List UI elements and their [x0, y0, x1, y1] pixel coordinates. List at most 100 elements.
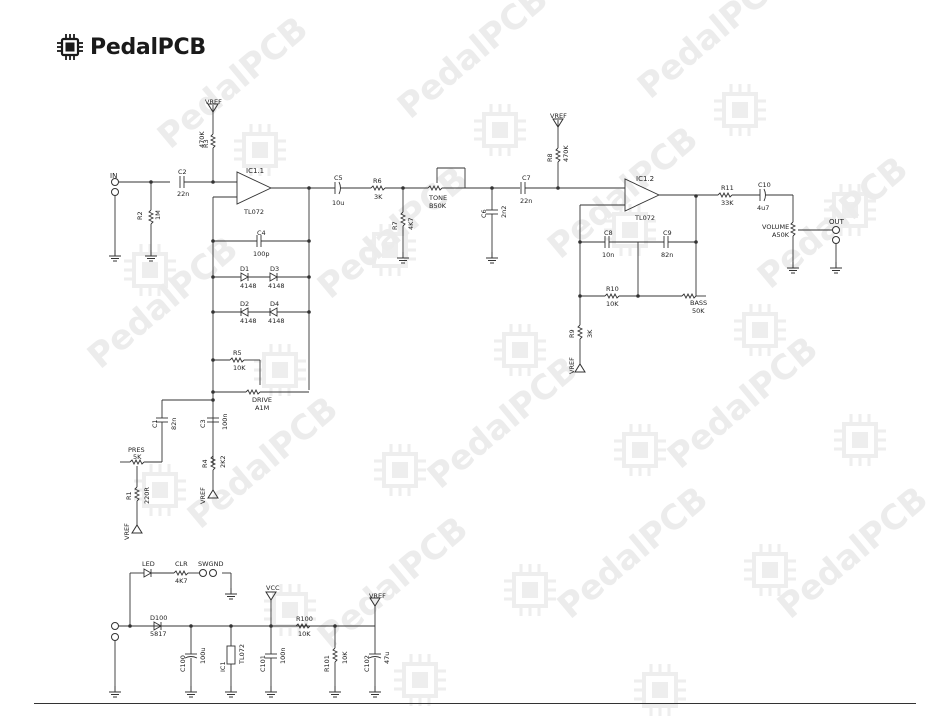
ground-icon: [328, 685, 342, 698]
svg-text:10K: 10K: [606, 300, 619, 308]
svg-text:10u: 10u: [332, 199, 344, 207]
svg-text:22n: 22n: [520, 197, 532, 205]
svg-text:4148: 4148: [268, 282, 285, 290]
svg-text:R10: R10: [606, 285, 619, 293]
svg-text:C9: C9: [663, 229, 672, 237]
svg-text:LED: LED: [142, 560, 155, 568]
svg-text:A50K: A50K: [772, 231, 790, 239]
svg-text:IC1: IC1: [219, 661, 227, 672]
svg-text:PedalPCB: PedalPCB: [630, 0, 796, 107]
brand-logo: PedalPCB: [56, 33, 206, 61]
svg-text:R8: R8: [546, 153, 554, 162]
svg-text:D3: D3: [270, 265, 279, 273]
svg-text:R4: R4: [201, 459, 209, 468]
svg-text:4K7: 4K7: [175, 577, 188, 585]
svg-text:4u7: 4u7: [757, 204, 769, 212]
svg-text:DRIVE: DRIVE: [252, 396, 272, 404]
svg-text:TL072: TL072: [238, 644, 246, 665]
ground-icon: [184, 685, 198, 698]
svg-text:VOLUME: VOLUME: [762, 223, 789, 231]
output-jack-tip: [832, 226, 840, 234]
svg-text:82n: 82n: [170, 418, 178, 430]
input-jack-ring: [111, 188, 119, 196]
svg-text:C4: C4: [257, 229, 266, 237]
svg-text:C3: C3: [199, 419, 207, 428]
svg-text:1M: 1M: [154, 210, 162, 220]
svg-text:IC1.2: IC1.2: [636, 175, 654, 183]
svg-text:R11: R11: [721, 184, 734, 192]
svg-text:PedalPCB: PedalPCB: [80, 229, 246, 377]
svg-text:82n: 82n: [661, 251, 673, 259]
svg-text:C101: C101: [259, 655, 267, 672]
svg-text:R6: R6: [373, 177, 382, 185]
in-label: IN: [110, 172, 117, 180]
svg-text:R2: R2: [136, 211, 144, 220]
svg-text:R3: R3: [202, 139, 210, 148]
svg-text:22n: 22n: [177, 190, 189, 198]
svg-text:PRES: PRES: [128, 446, 145, 454]
vref-icon: [131, 524, 143, 534]
svg-text:PedalPCB: PedalPCB: [660, 329, 826, 477]
out-label: OUT: [829, 218, 845, 226]
ground-icon: [829, 261, 843, 274]
svg-text:VREF: VREF: [369, 592, 386, 600]
chip-icon: [57, 34, 83, 60]
svg-text:3K: 3K: [374, 193, 383, 201]
svg-text:100n: 100n: [221, 413, 229, 430]
svg-text:100n: 100n: [279, 647, 287, 664]
svg-text:33K: 33K: [721, 199, 734, 207]
svg-text:C100: C100: [179, 655, 187, 672]
svg-text:VREF: VREF: [199, 487, 207, 504]
svg-text:IC1.1: IC1.1: [246, 167, 264, 175]
svg-text:R100: R100: [296, 615, 313, 623]
output-jack-ring: [832, 236, 840, 244]
svg-text:4148: 4148: [268, 317, 285, 325]
svg-text:A1M: A1M: [255, 404, 269, 412]
svg-text:VREF: VREF: [550, 112, 567, 120]
svg-text:C5: C5: [334, 174, 343, 182]
svg-text:R101: R101: [323, 655, 331, 672]
vref-label: VREF: [205, 98, 222, 106]
svg-text:B50K: B50K: [429, 202, 447, 210]
ground-icon: [224, 685, 238, 698]
svg-text:4148: 4148: [240, 317, 257, 325]
svg-text:10K: 10K: [298, 630, 311, 638]
svg-text:PedalPCB: PedalPCB: [150, 9, 316, 157]
svg-text:BASS: BASS: [690, 299, 707, 307]
svg-text:470K: 470K: [562, 145, 570, 162]
ground-icon: [108, 685, 122, 698]
svg-text:D100: D100: [150, 614, 167, 622]
vcc-label: VCC: [266, 584, 280, 592]
svg-text:4148: 4148: [240, 282, 257, 290]
svg-text:C8: C8: [604, 229, 613, 237]
svg-text:2n2: 2n2: [500, 206, 508, 218]
svg-text:PedalPCB: PedalPCB: [550, 479, 716, 627]
svg-text:TONE: TONE: [428, 194, 447, 202]
svg-text:D4: D4: [270, 300, 279, 308]
svg-text:VREF: VREF: [123, 523, 131, 540]
svg-text:C6: C6: [480, 209, 488, 218]
ground-icon: [224, 587, 238, 600]
svg-text:PedalPCB: PedalPCB: [390, 0, 556, 127]
svg-text:10n: 10n: [602, 251, 614, 259]
svg-text:50K: 50K: [692, 307, 705, 315]
svg-text:D2: D2: [240, 300, 249, 308]
ground-icon: [368, 685, 382, 698]
svg-text:4K7: 4K7: [407, 217, 415, 230]
svg-text:3K: 3K: [586, 329, 594, 338]
ground-icon: [144, 249, 158, 262]
svg-text:SWGND: SWGND: [198, 560, 223, 568]
svg-text:TL072: TL072: [634, 214, 655, 222]
svg-text:PedalPCB: PedalPCB: [770, 479, 936, 627]
svg-text:VREF: VREF: [568, 357, 576, 374]
svg-text:CLR: CLR: [175, 560, 188, 568]
ground-icon: [264, 685, 278, 698]
svg-text:C1: C1: [151, 419, 159, 428]
svg-text:2K2: 2K2: [219, 455, 227, 468]
watermark: PedalPCB PedalPCB PedalPCB PedalPCB Peda…: [80, 0, 936, 718]
brand-name: PedalPCB: [90, 34, 206, 60]
svg-text:PedalPCB: PedalPCB: [420, 349, 586, 497]
svg-text:C2: C2: [178, 168, 187, 176]
svg-text:47u: 47u: [383, 652, 391, 664]
